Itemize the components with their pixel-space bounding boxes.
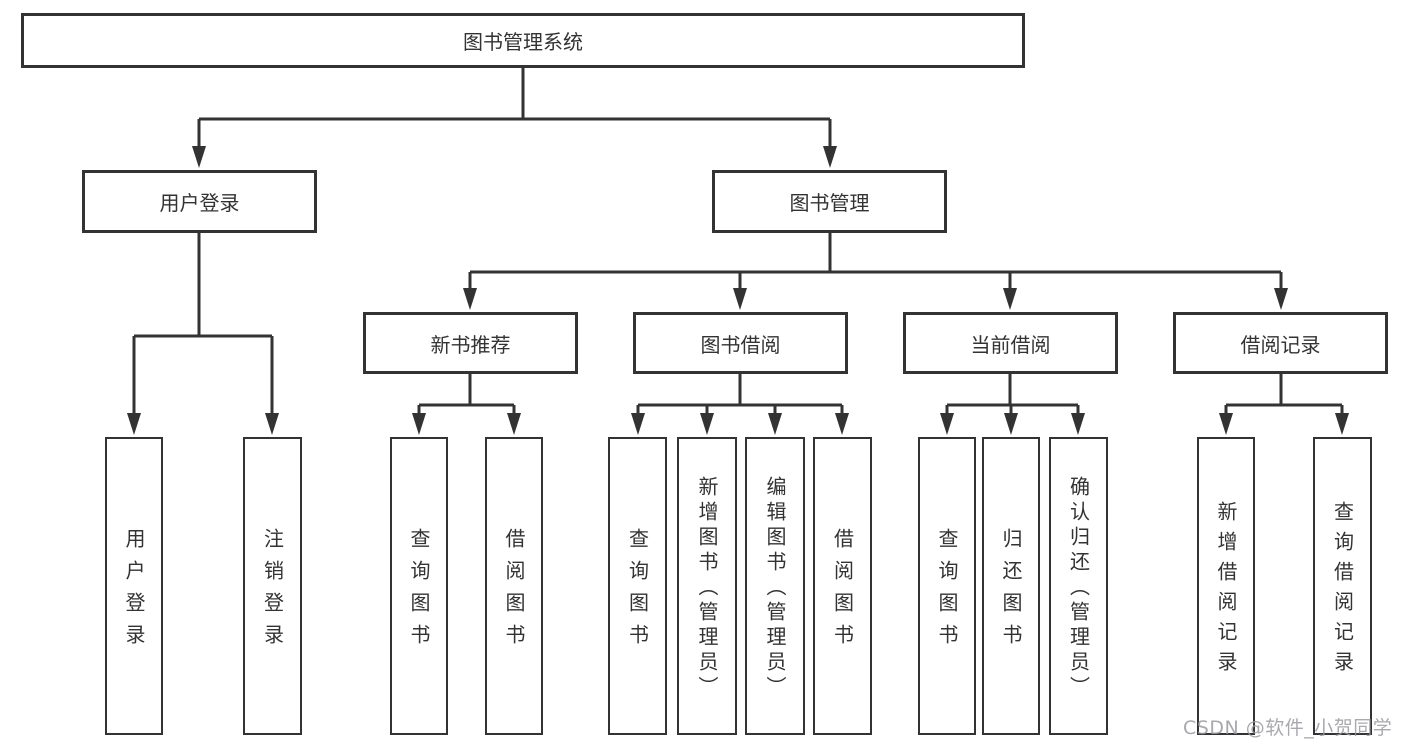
leaf-query-book-recommend: 查询图书 bbox=[390, 437, 448, 735]
leaf-label: 查询图书 bbox=[935, 528, 959, 656]
leaf-add-book-admin: 新增图书（管理员） bbox=[677, 437, 737, 735]
node-root-library-system: 图书管理系统 bbox=[21, 13, 1025, 68]
node-label: 图书管理 bbox=[789, 191, 870, 215]
leaf-confirm-return-admin: 确认归还（管理员） bbox=[1049, 437, 1108, 735]
connector-borrowrecord-to-leaves bbox=[1219, 374, 1349, 435]
leaf-label: 注销登录 bbox=[260, 528, 285, 656]
leaf-logout: 注销登录 bbox=[243, 437, 302, 735]
leaf-add-borrow-record: 新增借阅记录 bbox=[1197, 437, 1255, 735]
connector-newbook-to-leaves bbox=[412, 374, 521, 435]
leaf-query-borrow-record: 查询借阅记录 bbox=[1313, 437, 1372, 735]
node-label: 借阅记录 bbox=[1240, 332, 1321, 357]
node-book-management: 图书管理 bbox=[712, 170, 947, 233]
csdn-watermark: CSDN @软件_小贺同学 bbox=[1183, 717, 1393, 739]
leaf-label: 借阅图书 bbox=[502, 528, 526, 656]
leaf-edit-book-admin: 编辑图书（管理员） bbox=[745, 437, 805, 735]
leaf-user-login: 用户登录 bbox=[105, 437, 163, 735]
node-label: 用户登录 bbox=[159, 191, 240, 215]
node-label: 图书管理系统 bbox=[463, 30, 583, 54]
node-new-book-recommendation: 新书推荐 bbox=[363, 312, 578, 374]
leaf-borrow-book: 借阅图书 bbox=[813, 437, 872, 735]
connector-bookborrow-to-leaves bbox=[631, 374, 849, 435]
leaf-label: 确认归还（管理员） bbox=[1066, 476, 1091, 701]
leaf-label: 用户登录 bbox=[122, 528, 146, 656]
leaf-label: 新增借阅记录 bbox=[1214, 501, 1238, 681]
connector-userlogin-to-leaves bbox=[127, 233, 279, 435]
node-label: 当前借阅 bbox=[970, 332, 1051, 357]
node-book-borrowing: 图书借阅 bbox=[633, 312, 848, 374]
leaf-label: 查询借阅记录 bbox=[1330, 501, 1355, 681]
leaf-return-book: 归还图书 bbox=[982, 437, 1040, 735]
leaf-query-book-current: 查询图书 bbox=[918, 437, 976, 735]
connector-currentborrow-to-leaves bbox=[940, 374, 1085, 435]
leaf-label: 编辑图书（管理员） bbox=[763, 476, 787, 701]
node-borrowing-records: 借阅记录 bbox=[1173, 312, 1388, 374]
leaf-label: 查询图书 bbox=[407, 528, 431, 656]
leaf-query-book-borrow: 查询图书 bbox=[608, 437, 667, 735]
node-label: 图书借阅 bbox=[700, 332, 781, 357]
leaf-label: 新增图书（管理员） bbox=[695, 476, 719, 701]
leaf-borrow-book-recommend: 借阅图书 bbox=[485, 437, 543, 735]
node-current-borrowing: 当前借阅 bbox=[903, 312, 1118, 374]
connector-bookmgmt-to-level3 bbox=[463, 233, 1288, 310]
leaf-label: 借阅图书 bbox=[830, 528, 855, 656]
node-label: 新书推荐 bbox=[430, 332, 511, 357]
node-user-login: 用户登录 bbox=[82, 170, 317, 233]
leaf-label: 查询图书 bbox=[625, 528, 650, 656]
leaf-label: 归还图书 bbox=[999, 528, 1023, 656]
connector-root-to-level2 bbox=[192, 68, 837, 168]
